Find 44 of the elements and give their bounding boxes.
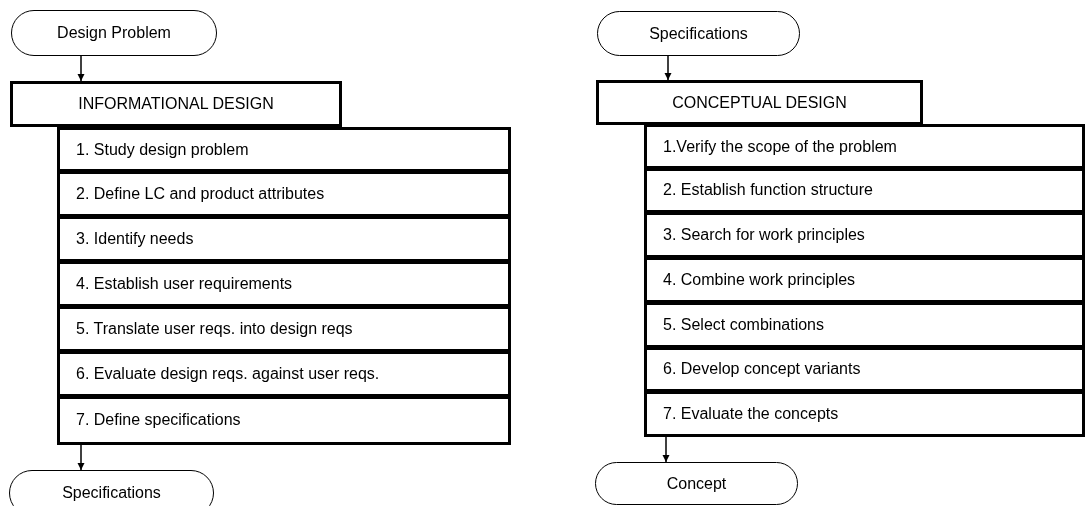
- arrow: [77, 444, 85, 471]
- terminal-pill: [597, 11, 800, 56]
- step-text: 6. Evaluate design reqs. against user reqs.: [76, 364, 380, 383]
- step-box: [644, 124, 1085, 169]
- step-text: 7. Define specifications: [76, 411, 241, 430]
- step-text: 4. Combine work principles: [663, 270, 856, 289]
- arrow: [77, 55, 85, 82]
- terminal-pill: [595, 462, 798, 505]
- step-box: [644, 211, 1085, 258]
- step-text: 4. Establish user requirements: [76, 274, 293, 293]
- step-box: [57, 305, 511, 352]
- step-text: Specifications: [649, 24, 748, 43]
- step-text: 2. Establish function structure: [663, 181, 873, 200]
- step-box: [644, 390, 1085, 437]
- step-box: [644, 301, 1085, 348]
- terminal-pill: [9, 470, 214, 506]
- step-text: 7. Evaluate the concepts: [663, 404, 839, 423]
- step-text: 3. Search for work principles: [663, 225, 865, 244]
- step-text: 5. Translate user reqs. into design reqs: [76, 319, 353, 338]
- step-box: [57, 350, 511, 397]
- terminal-pill: [11, 10, 217, 56]
- step-text: CONCEPTUAL DESIGN: [672, 93, 847, 112]
- step-text: 1. Study design problem: [76, 140, 249, 159]
- step-text: Design Problem: [57, 24, 171, 42]
- arrow: [664, 55, 672, 81]
- step-text: 3. Identify needs: [76, 229, 194, 248]
- step-text: 6. Develop concept variants: [663, 360, 861, 379]
- step-text: INFORMATIONAL DESIGN: [78, 95, 274, 113]
- step-text: 5. Select combinations: [663, 315, 824, 334]
- step-text: Specifications: [62, 484, 161, 502]
- arrow: [662, 436, 670, 463]
- step-box: [57, 170, 511, 217]
- step-box: [644, 256, 1085, 303]
- step-box: [57, 215, 511, 262]
- step-box: [57, 395, 511, 445]
- step-text: 1.Verify the scope of the problem: [663, 137, 897, 156]
- step-box: [57, 260, 511, 307]
- step-box: [644, 167, 1085, 213]
- stage-header-box: [10, 81, 342, 127]
- step-text: 2. Define LC and product attributes: [76, 184, 325, 203]
- stage-header-box: [596, 80, 923, 125]
- step-text: Concept: [666, 474, 727, 493]
- step-box: [644, 346, 1085, 392]
- step-box: [57, 127, 511, 172]
